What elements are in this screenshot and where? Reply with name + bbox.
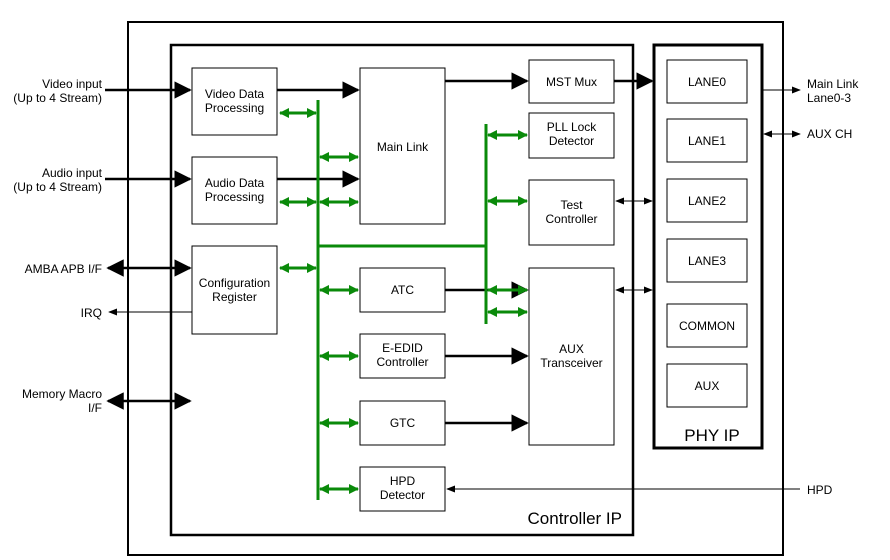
phy-lane2-box: LANE2	[666, 178, 748, 223]
apb-bus	[278, 100, 529, 500]
aux-trx-line1: AUX	[559, 342, 584, 356]
atc-block: ATC	[359, 267, 446, 313]
audio-proc-line2: Processing	[205, 190, 264, 204]
phy-common-box: COMMON	[666, 303, 748, 348]
phy-aux-box: AUX	[666, 363, 748, 408]
mst-mux-block: MST Mux	[528, 59, 615, 104]
test-ctrl-line2: Controller	[545, 212, 597, 226]
config-reg-line1: Configuration	[199, 276, 270, 290]
phy-ip-title: PHY IP	[684, 426, 739, 445]
video-proc-line1: Video Data	[205, 87, 264, 101]
phy-lane1-box: LANE1	[666, 118, 748, 163]
e-edid-line2: Controller	[376, 355, 428, 369]
video-input-label: Video input(Up to 4 Stream)	[13, 77, 102, 105]
audio-input-label: Audio input(Up to 4 Stream)	[13, 166, 102, 194]
black-connections	[105, 72, 801, 493]
phy-lane2-label: LANE2	[688, 194, 726, 208]
config-reg-line2: Register	[212, 290, 257, 304]
amba-apb-label: AMBA APB I/F	[25, 262, 102, 276]
phy-lane0-box: LANE0	[666, 59, 748, 104]
video-proc-line2: Processing	[205, 101, 264, 115]
hpd-det-line1: HPD	[390, 474, 416, 488]
main-link-block: Main Link	[359, 67, 446, 225]
audio-proc-line1: Audio Data	[205, 176, 265, 190]
hpd-det-line2: Detector	[380, 488, 425, 502]
gtc-block: GTC	[359, 400, 446, 446]
mst-mux-label: MST Mux	[546, 75, 597, 89]
phy-lane3-box: LANE3	[666, 238, 748, 283]
hpd-label: HPD	[807, 483, 833, 497]
phy-common-label: COMMON	[679, 319, 735, 333]
phy-lane3-label: LANE3	[688, 254, 726, 268]
aux-trx-line2: Transceiver	[540, 356, 602, 370]
controller-ip-title: Controller IP	[528, 509, 622, 528]
phy-ip-frame	[652, 43, 764, 450]
pll-lock-line1: PLL Lock	[547, 120, 598, 134]
test-ctrl-line1: Test	[560, 198, 583, 212]
gtc-label: GTC	[390, 416, 416, 430]
phy-lane0-label: LANE0	[688, 75, 726, 89]
pll-lock-line2: Detector	[549, 134, 594, 148]
phy-lane1-label: LANE1	[688, 134, 726, 148]
outer-frame	[127, 21, 784, 556]
phy-aux-label: AUX	[695, 379, 720, 393]
main-link-label: Main Link	[377, 140, 429, 154]
irq-label: IRQ	[81, 306, 102, 320]
atc-label: ATC	[391, 283, 414, 297]
e-edid-line1: E-EDID	[382, 341, 423, 355]
aux-ch-label: AUX CH	[807, 127, 852, 141]
